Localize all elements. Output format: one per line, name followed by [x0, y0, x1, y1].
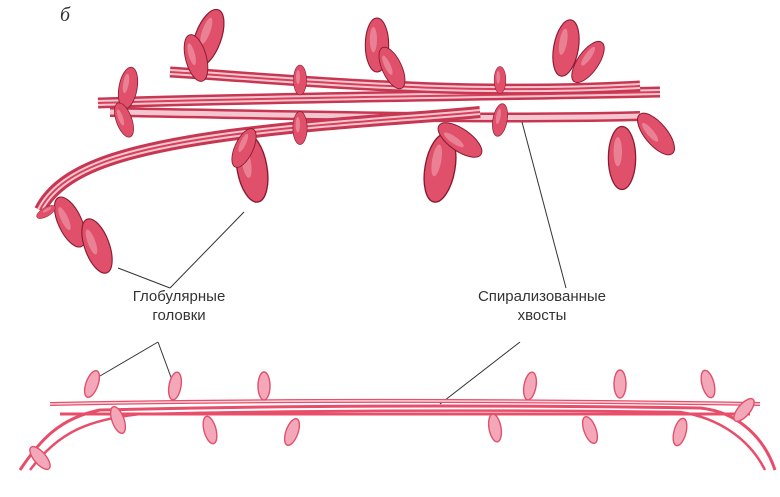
- globular-head: [494, 67, 506, 94]
- label-globular-heads: Глобулярные головки: [94, 287, 264, 325]
- leader-lines: [100, 122, 566, 404]
- filament-head: [730, 395, 757, 424]
- label-globular-heads-line2: головки: [94, 306, 264, 325]
- globular-head: [294, 65, 307, 95]
- globular-head: [490, 103, 510, 138]
- leader-line-heads: [100, 342, 158, 376]
- filament-head: [487, 413, 504, 443]
- filament-head: [258, 372, 270, 400]
- leader-line-heads: [118, 268, 170, 288]
- label-helical-tails: Спирализованные хвосты: [452, 287, 632, 325]
- myosin-molecules-top: [35, 5, 681, 277]
- label-helical-tails-line1: Спирализованные: [452, 287, 632, 306]
- globular-head: [293, 112, 307, 145]
- leader-line-tails: [522, 122, 566, 288]
- panel-letter: б: [60, 4, 70, 27]
- filament-head: [580, 415, 601, 445]
- filament-head: [614, 370, 626, 398]
- filament-head: [282, 417, 303, 447]
- leader-line-heads: [158, 342, 172, 380]
- filament-head: [671, 417, 690, 447]
- filament-head: [522, 371, 539, 401]
- globular-head: [631, 107, 681, 160]
- label-globular-heads-line1: Глобулярные: [94, 287, 264, 306]
- filament-head: [699, 369, 718, 399]
- globular-head: [608, 127, 635, 190]
- filament-head: [82, 369, 103, 399]
- leader-line-heads: [170, 212, 244, 288]
- thick-filament: [20, 369, 775, 473]
- leader-line-tails: [440, 342, 520, 404]
- filament-head: [167, 371, 184, 401]
- filament-head: [201, 415, 220, 445]
- label-helical-tails-line2: хвосты: [452, 306, 632, 325]
